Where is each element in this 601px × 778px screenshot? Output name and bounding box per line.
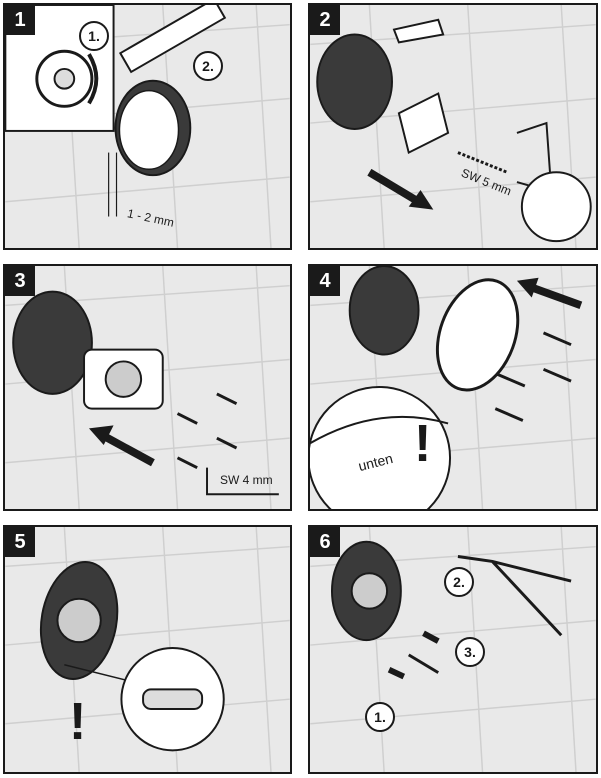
tile-background: [310, 527, 596, 772]
direction-arrow: [525, 281, 583, 310]
screw: [457, 151, 508, 174]
valve-handle: [397, 92, 450, 154]
screws: [176, 392, 238, 470]
tile-background: [5, 527, 290, 772]
step-6-panel: 6 1. 2. 3.: [308, 525, 598, 774]
tool-size-label: SW 4 mm: [220, 473, 273, 487]
step-5-panel: 5 !: [3, 525, 292, 774]
step-number: 5: [5, 527, 35, 557]
callout-1: 1.: [365, 702, 395, 732]
step-number: 2: [310, 5, 340, 35]
screw: [407, 653, 440, 674]
callout-1: 1.: [79, 21, 109, 51]
step-number: 4: [310, 266, 340, 296]
step-number: 3: [5, 266, 35, 296]
step-number: 6: [310, 527, 340, 557]
tile-background: [5, 266, 290, 509]
screws: [494, 331, 572, 422]
step-1-panel: 1 1. 2. 1 - 2 mm: [3, 3, 292, 250]
lever-tool: [392, 18, 445, 44]
wall-flange: [12, 290, 93, 395]
warning-icon: !: [414, 415, 432, 473]
callout-2: 2.: [193, 51, 223, 81]
callout-2: 2.: [444, 567, 474, 597]
warning-icon: !: [69, 693, 87, 751]
direction-arrow: [367, 168, 421, 206]
wall-flange: [316, 33, 393, 130]
escutcheon: [435, 278, 520, 392]
tile-background: [310, 5, 596, 248]
allen-key: [206, 467, 279, 496]
step-2-panel: 2 SW 5 mm: [308, 3, 598, 250]
arrow-in: [387, 666, 406, 680]
arrow-in-2: [422, 630, 440, 644]
screwdriver: [118, 5, 227, 74]
callout-3: 3.: [455, 637, 485, 667]
step-3-panel: 3 SW 4 mm: [3, 264, 292, 511]
cover-disc: [520, 171, 592, 243]
direction-arrow: [96, 429, 155, 467]
mounted-valve: [348, 266, 420, 356]
removal-tool: [457, 555, 572, 637]
tile-background: [310, 266, 596, 509]
tile-background: [5, 5, 290, 248]
step-number: 1: [5, 5, 35, 35]
step-4-panel: 4 unten !: [308, 264, 598, 511]
rotate-arrow: [87, 53, 99, 105]
